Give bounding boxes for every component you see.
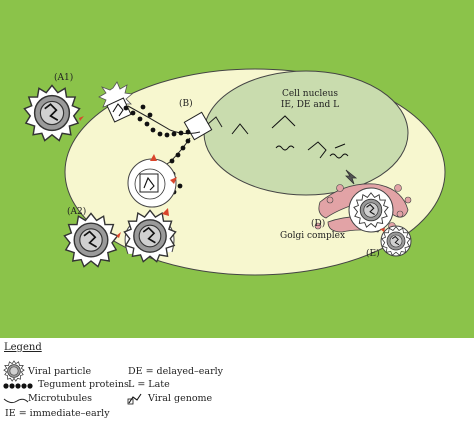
label-e: (E) [366,248,380,259]
legend-late: L = Late [128,379,170,390]
egress-particle [380,225,412,257]
microtubule-line-icon [3,398,29,404]
nuclear-genome-3 [307,141,349,159]
nucleus-label-line1: Cell nucleus [282,89,338,99]
viral-particle-icon [3,360,25,382]
nucleus-label-line2: IE, DE and L [281,100,339,110]
label-d: (D) [311,218,325,229]
endocytosis-particle [123,208,177,263]
endosome-particle [127,154,177,208]
label-b: (B) [179,98,193,109]
legend-microtubules: Microtubules [28,393,93,404]
viral-genome-icon [127,393,142,405]
nuclear-genome-1 [231,123,249,135]
nuclear-genome-2 [271,115,296,151]
viral-particle-a1 [23,84,84,142]
legend-viral-particle: Viral particle [28,366,92,377]
legend-title: Legend [4,342,42,353]
label-golgi: Golgi complex [280,231,345,241]
legend-genome: Viral genome [148,393,213,404]
herpesvirus-life-cycle-diagram: Cell nucleus IE, DE and L [0,0,474,338]
legend-ie: IE = immediate–early [5,408,110,419]
label-a1: (A1) [54,72,73,83]
legend-tegument: Tegument proteins [38,379,129,390]
export-arrow-icon [345,169,358,185]
golgi-vesicle-particle [348,187,394,233]
label-a2: (A2) [67,206,86,217]
viral-particle-a2 [63,212,121,268]
legend-de: DE = delayed–early [128,366,224,377]
tegument-dots-icon [3,383,33,389]
